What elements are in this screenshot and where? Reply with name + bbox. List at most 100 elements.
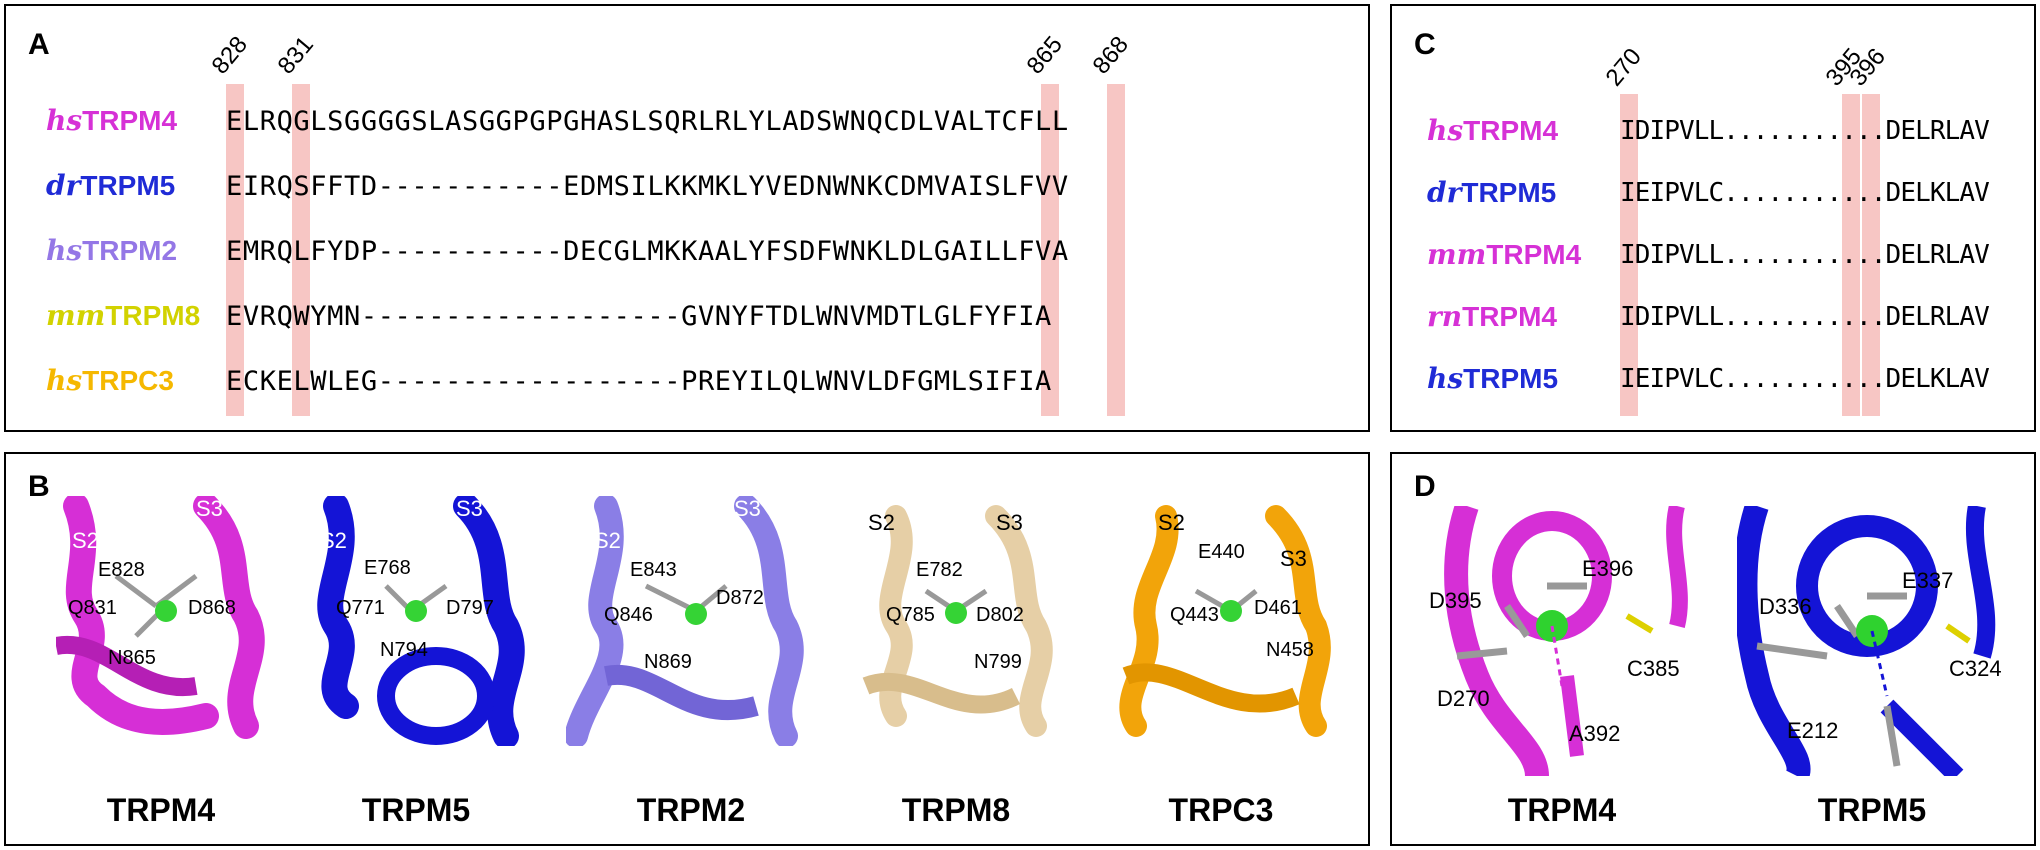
row-name-rnTRPM4-c: rnTRPM4 [1427,300,1558,333]
panel-d-label: D [1414,470,1436,503]
residue-d336: D336 [1759,594,1812,619]
row-name-hsTRPM5-c: hsTRPM5 [1427,362,1559,395]
residue-c385: C385 [1627,656,1680,681]
residue-q846: Q846 [604,604,653,626]
position-831: 831 [272,31,319,80]
structure-trpm8: S2 S3 E782 Q785 D802 N799 [846,496,1066,746]
residue-n799: N799 [974,651,1022,673]
label-s2-trpm5: S2 [320,528,347,553]
residue-e440: E440 [1198,541,1245,563]
row-name-hsTRPC3: hsTRPC3 [46,364,174,397]
sequence-hsTRPM4-c: IDIPVLL...........DELRLAV [1620,116,1990,146]
label-s2-trpc3: S2 [1158,510,1185,535]
structure-trpc3: S2 S3 E440 Q443 D461 N458 [1106,496,1336,746]
sequence-mmTRPM8: EVRQWYMN-------------------GVNYFTDLWNVMD… [226,301,1052,332]
label-s2-trpm2: S2 [594,528,621,553]
residue-e768: E768 [364,557,411,579]
residue-n794: N794 [380,639,428,661]
row-name-mmTRPM8: mmTRPM8 [46,299,201,332]
residue-c324: C324 [1949,656,2002,681]
ribbon-trpm4: S2 S3 E828 Q831 D868 N865 [54,493,265,739]
structure-title-trpm5: TRPM5 [361,792,471,828]
residue-q443: Q443 [1170,604,1219,626]
position-865: 865 [1021,31,1068,80]
highlight-868 [1107,84,1125,416]
position-828: 828 [206,31,253,80]
ribbon-trpm5: S2 S3 E768 Q771 D797 N794 [317,493,525,749]
label-s2-trpm4: S2 [72,528,99,553]
panel-a: A 828 831 865 868 hsTRPM4 ELRQGLSGGGGSLA… [4,4,1370,432]
residue-q831: Q831 [68,597,117,619]
sequence-mmTRPM4-c: IDIPVLL...........DELRLAV [1620,240,1990,270]
highlight-270 [1620,94,1638,416]
residue-n865: N865 [108,647,156,669]
highlight-831 [292,84,310,416]
sequence-hsTRPM4: ELRQGLSGGGGSLASGGPGPGHASLSQRLRLYLADSWNQC… [226,106,1069,137]
panel-a-label: A [28,28,50,61]
structure-trpm5: S2 S3 E768 Q771 D797 N794 [306,493,526,749]
label-s2-trpm8: S2 [868,510,895,535]
panel-d: D E396 D395 C385 D270 A392 TRPM4 [1390,452,2036,846]
residue-e212: E212 [1787,718,1838,743]
structure-title-trpm2: TRPM2 [636,792,746,828]
residue-d461: D461 [1254,597,1302,619]
highlight-396 [1862,94,1880,416]
row-name-hsTRPM4: hsTRPM4 [46,104,178,137]
residue-e843: E843 [630,559,677,581]
residue-d270: D270 [1437,686,1490,711]
structure-d-trpm5: E337 D336 C324 E212 [1733,502,2007,783]
residue-d797: D797 [446,597,494,619]
structure-title-trpm4: TRPM4 [106,792,216,828]
residue-e828: E828 [98,559,145,581]
label-s3-trpc3: S3 [1280,546,1307,571]
residue-d868: D868 [188,597,236,619]
sequence-hsTRPM5-c: IEIPVLC...........DELKLAV [1620,364,1990,394]
position-868: 868 [1087,31,1134,80]
structure-d-title-trpm4: TRPM4 [1507,792,1617,828]
position-270: 270 [1600,43,1647,92]
row-name-drTRPM5: drTRPM5 [46,169,176,202]
highlight-865 [1041,84,1059,416]
sequence-hsTRPM2: EMRQLFYDP-----------DECGLMKKAALYFSDFWNKL… [226,236,1069,267]
structure-title-trpm8: TRPM8 [901,792,1011,828]
ribbon-trpm8: S2 S3 E782 Q785 D802 N799 [862,505,1053,737]
label-s3-trpm2: S3 [734,496,761,521]
sequence-rnTRPM4-c: IDIPVLL...........DELRLAV [1620,302,1990,332]
panel-c: C 270 395 396 hsTRPM4 IDIPVLL...........… [1390,4,2036,432]
residue-e396: E396 [1582,556,1633,581]
sequence-drTRPM5: EIRQSFFTD-----------EDMSILKKMKLYVEDNWNKC… [226,171,1069,202]
label-s3-trpm4: S3 [196,496,223,521]
structure-trpm2: S2 S3 E843 Q846 D872 N869 [564,494,816,748]
residue-d802: D802 [976,604,1024,626]
residue-n869: N869 [644,651,692,673]
residue-q785: Q785 [886,604,935,626]
residue-a392: A392 [1569,721,1620,746]
row-name-drTRPM5-c: drTRPM5 [1427,176,1557,209]
row-name-hsTRPM2: hsTRPM2 [46,234,178,267]
structure-title-trpc3: TRPC3 [1168,792,1274,828]
sequence-hsTRPC3: ECKELWLEG------------------PREYILQLWNVLD… [226,366,1052,397]
ribbon-trpm2: S2 S3 E843 Q846 D872 N869 [564,494,804,748]
structure-d-trpm4: E396 D395 C385 D270 A392 [1427,502,1697,778]
ribbon-d-trpm4: E396 D395 C385 D270 A392 [1429,502,1688,778]
label-s3-trpm5: S3 [456,496,483,521]
panel-b-label: B [28,470,50,503]
row-name-hsTRPM4-c: hsTRPM4 [1427,114,1559,147]
residue-e337: E337 [1902,568,1953,593]
highlight-395 [1842,94,1860,416]
residue-d872: D872 [716,587,764,609]
panel-b: B S2 S3 E828 Q831 D868 N865 TRPM4 [4,452,1370,846]
residue-n458: N458 [1266,639,1314,661]
highlight-828 [226,84,244,416]
structure-d-title-trpm5: TRPM5 [1817,792,1927,828]
row-name-mmTRPM4-c: mmTRPM4 [1427,238,1582,271]
ribbon-d-trpm5: E337 D336 C324 E212 [1733,502,2002,783]
sequence-drTRPM5-c: IEIPVLC...........DELKLAV [1620,178,1990,208]
structure-trpm4: S2 S3 E828 Q831 D868 N865 [54,493,266,746]
residue-q771: Q771 [336,597,385,619]
residue-d395: D395 [1429,588,1482,613]
panel-c-label: C [1414,28,1436,61]
ribbon-trpc3: S2 S3 E440 Q443 D461 N458 [1119,505,1331,737]
label-s3-trpm8: S3 [996,510,1023,535]
residue-e782: E782 [916,559,963,581]
